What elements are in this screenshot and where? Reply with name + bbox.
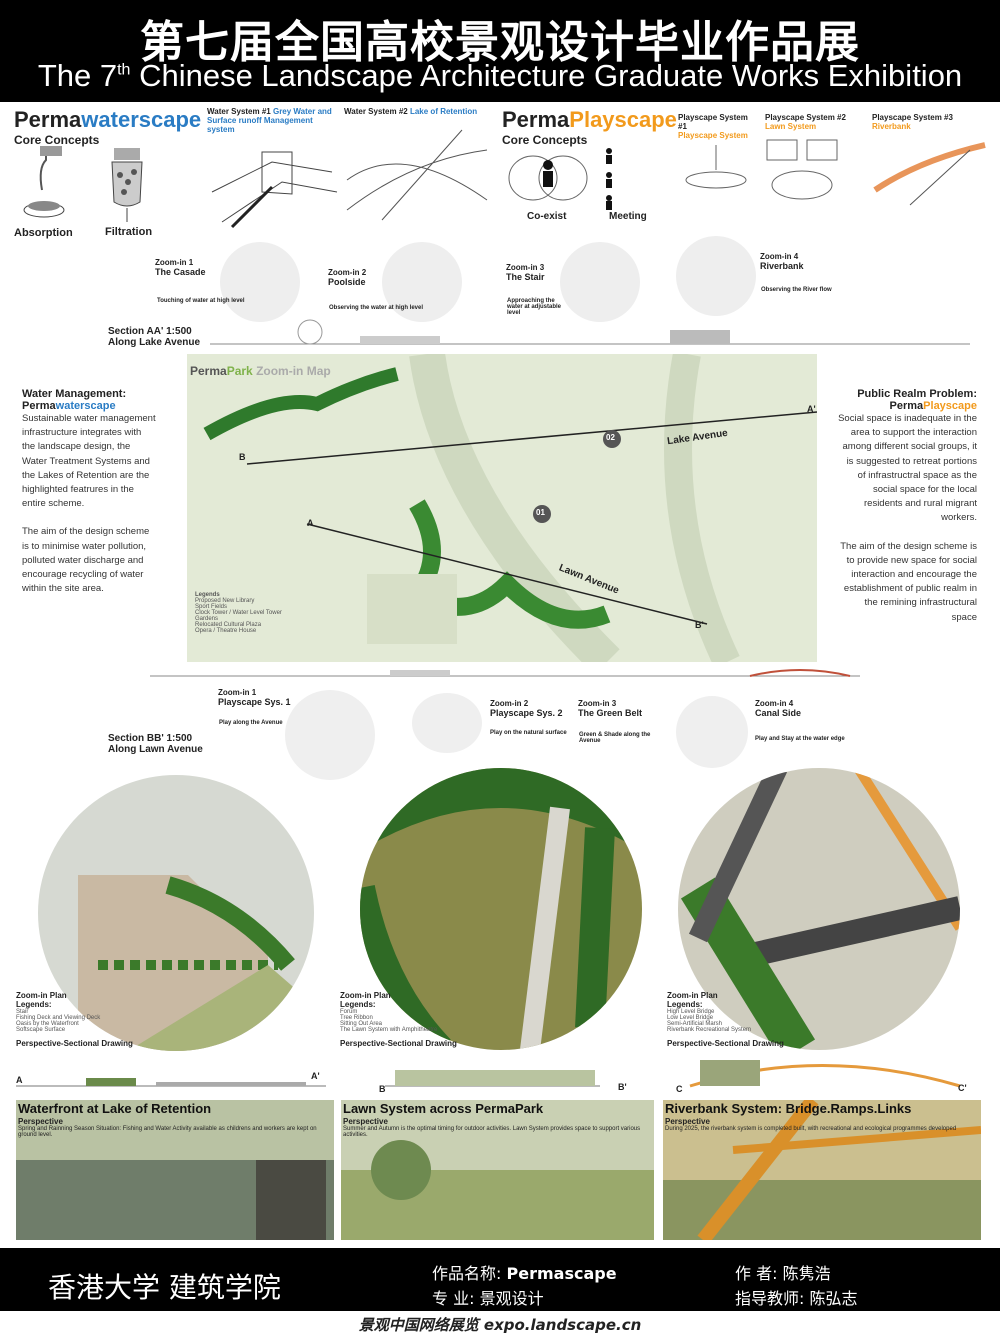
header-banner: 第七届全国高校景观设计毕业作品展 The 7th Chinese Landsca… <box>0 0 1000 102</box>
section-aa-drawing <box>210 319 970 345</box>
playscape-system-1-diagram <box>685 145 747 189</box>
work-name: 作品名称: Permascape <box>432 1264 617 1283</box>
plan-1-persp-label: Perspective-Sectional Drawing <box>16 1039 133 1048</box>
map-section-b: B <box>239 452 246 462</box>
plan-1-drawing <box>78 875 314 1051</box>
map-section-a1: A' <box>807 404 816 414</box>
zoom-a-3-desc: Approaching the water at adjustable leve… <box>507 298 562 316</box>
author: 作 者: 陈隽浩 <box>735 1264 831 1283</box>
zoom-b-2-circle <box>412 693 482 753</box>
absorption-label: Absorption <box>14 227 73 239</box>
zoom-a-1-desc: Touching of water at high level <box>157 298 245 304</box>
map-title: PermaPark Zoom-in Map <box>190 364 331 378</box>
sectional-strip-b <box>385 1070 600 1087</box>
water-system-1-title: Water System #1 Grey Water and Surface r… <box>207 107 332 134</box>
zoom-b-2-desc: Play on the natural surface <box>490 730 567 736</box>
title-chinese: 第七届全国高校景观设计毕业作品展 <box>140 17 860 68</box>
map-section-a: A <box>307 518 314 528</box>
zoom-a-1-circle <box>220 242 300 322</box>
map-marker-01: 01 <box>536 508 545 517</box>
major: 专 业: 景观设计 <box>432 1289 544 1308</box>
playscape-system-3-diagram <box>873 142 986 206</box>
map-section-b1: B' <box>695 620 704 630</box>
playscape-heading: PermaPlayscape Core Concepts <box>502 107 677 147</box>
strip-c-start: C <box>676 1084 683 1094</box>
public-realm-text: Public Realm Problem: PermaPlayscape Soc… <box>838 388 977 623</box>
footer-banner: 香港大学 建筑学院 作品名称: Permascape 专 业: 景观设计 作 者… <box>0 1248 1000 1311</box>
water-system-2-diagram <box>346 129 488 221</box>
meeting-label: Meeting <box>609 211 647 222</box>
waterscape-heading: Permawaterscape Core Concepts <box>14 107 202 147</box>
core-concept-icons <box>23 146 143 222</box>
zoom-b-3-desc: Green & Shade along the Avenue <box>579 732 651 744</box>
university-name: 香港大学 建筑学院 <box>48 1271 281 1304</box>
zoom-b-1-desc: Play along the Avenue <box>219 720 283 726</box>
water-management-text: Water Management: Permawaterscape Sustai… <box>22 388 156 595</box>
perspective-panel-3: Riverbank System: Bridge.Ramps.Links Per… <box>663 1100 981 1240</box>
title-english: The 7th Chinese Landscape Architecture G… <box>37 58 963 93</box>
map-marker-02: 02 <box>606 433 615 442</box>
playscape-system-2-diagram <box>766 139 838 200</box>
sectional-strip-c <box>689 1060 961 1088</box>
filtration-label: Filtration <box>105 226 153 238</box>
zoom-b-1-circle <box>285 690 375 780</box>
strip-a-start: A <box>16 1075 23 1085</box>
water-system-2-title: Water System #2 Lake of Retention <box>344 107 478 116</box>
strip-b-end: B' <box>618 1082 627 1092</box>
plan-3-persp-label: Perspective-Sectional Drawing <box>667 1039 784 1048</box>
plan-3-drawing <box>680 768 960 1050</box>
zoom-b-4-desc: Play and Stay at the water edge <box>755 736 845 742</box>
map-drawing <box>203 354 817 662</box>
strip-b-start: B <box>379 1084 386 1094</box>
strip-a-end: A' <box>311 1071 320 1081</box>
credit-line: 景观中国网络展览 expo.landscape.cn <box>358 1316 642 1334</box>
coexist-label: Co-exist <box>527 211 567 222</box>
zoom-a-2-circle <box>382 242 462 322</box>
zoom-plan-1-circle <box>38 775 314 1051</box>
zoom-b-4-circle <box>676 696 748 768</box>
zoom-plan-3-circle <box>678 768 960 1050</box>
zoom-a-4-desc: Observing the River flow <box>761 287 832 293</box>
zoom-a-2-desc: Observing the water at high level <box>329 305 424 311</box>
sectional-strip-a <box>16 1078 326 1087</box>
perspective-panel-1: Waterfront at Lake of Retention Perspect… <box>16 1100 334 1240</box>
section-bb-drawing <box>150 669 860 677</box>
zoom-a-4-circle <box>676 236 756 316</box>
plan-2-persp-label: Perspective-Sectional Drawing <box>340 1039 457 1048</box>
zoom-a-3-circle <box>560 242 640 322</box>
strip-c-end: C' <box>958 1083 967 1093</box>
water-system-1-diagram <box>211 151 338 229</box>
perspective-panel-2: Lawn System across PermaPark Perspective… <box>341 1100 654 1240</box>
zoom-in-map: PermaPark Zoom-in Map Lake Avenue Lawn A… <box>187 354 817 662</box>
coexist-meeting-icons <box>508 148 612 210</box>
advisor: 指导教师: 陈弘志 <box>735 1289 858 1308</box>
